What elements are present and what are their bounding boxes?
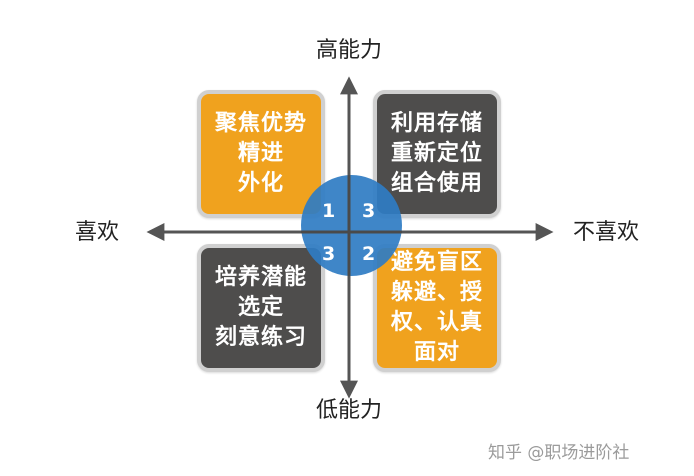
quadrant-top-right-line-3: 组合使用 [390,171,483,196]
quadrant-bottom-right-line-2: 躲避、授 [390,280,483,305]
axis-label-top: 高能力 [316,38,383,63]
quadrant-top-left-line-3: 外化 [237,171,284,196]
center-circle [301,175,402,276]
quadrant-top-left-line-2: 精进 [237,141,284,166]
quadrant-number-bottom-left: 3 [322,243,336,265]
quadrant-bottom-left-line-3: 刻意练习 [214,325,307,350]
quadrant-bottom-right-line-1: 避免盲区 [390,250,483,275]
quadrant-top-right: 利用存储 重新定位 组合使用 [373,90,501,218]
axis-label-bottom: 低能力 [316,398,383,423]
axis-label-left: 喜欢 [75,220,120,245]
quadrant-top-left-line-1: 聚焦优势 [214,111,307,136]
quadrant-number-top-left: 1 [322,200,336,222]
quadrant-top-right-line-2: 重新定位 [390,141,483,166]
quadrant-top-left: 聚焦优势 精进 外化 [197,90,325,218]
quadrant-bottom-left-line-2: 选定 [237,295,284,320]
quadrant-bottom-right: 避免盲区 躲避、授 权、认真 面对 [373,244,501,372]
axis-label-right: 不喜欢 [573,220,640,245]
quadrant-bottom-right-line-3: 权、认真 [390,310,483,335]
quadrant-bottom-right-line-4: 面对 [413,340,460,365]
quadrant-number-bottom-right: 2 [362,243,376,265]
quadrant-bottom-left: 培养潜能 选定 刻意练习 [197,244,325,372]
quadrant-top-right-line-1: 利用存储 [390,111,483,136]
quadrant-number-top-right: 3 [362,200,376,222]
watermark: 知乎 @职场进阶社 [488,443,630,463]
quadrant-bottom-left-line-1: 培养潜能 [214,265,307,290]
